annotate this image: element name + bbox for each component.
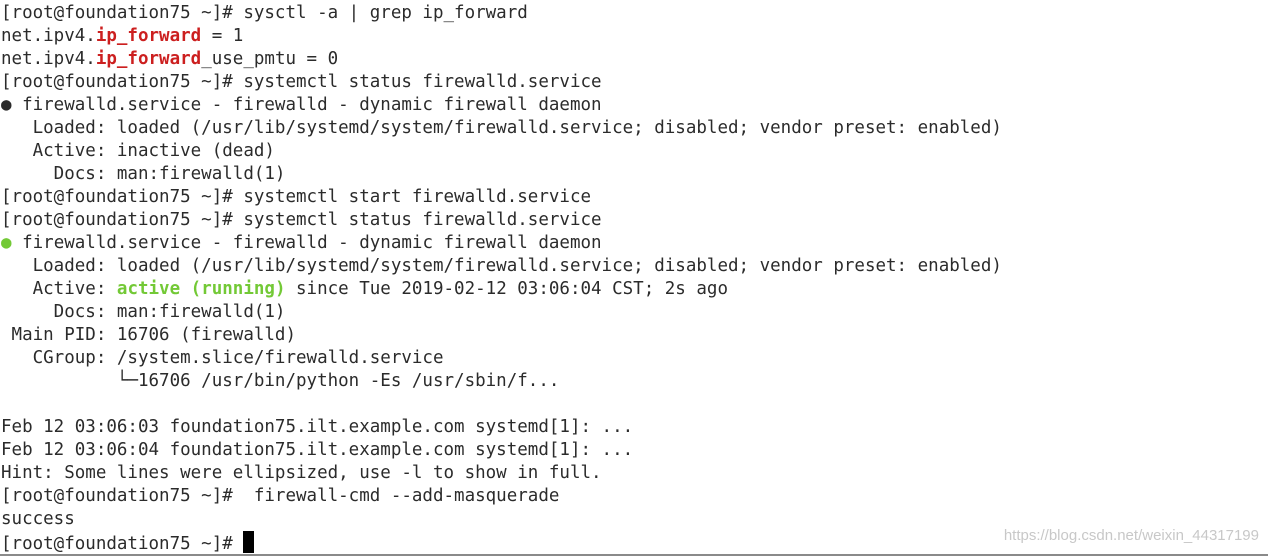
terminal-command-line: [root@foundation75 ~]# sysctl -a | grep … bbox=[1, 2, 1268, 25]
line-text: Hint: Some lines were ellipsized, use -l… bbox=[1, 463, 602, 483]
terminal-output-line: Feb 12 03:06:03 foundation75.ilt.example… bbox=[1, 416, 1268, 439]
line-text: success bbox=[1, 509, 75, 529]
line-text: _use_pmtu = 0 bbox=[201, 49, 339, 69]
terminal-output-line: Docs: man:firewalld(1) bbox=[1, 163, 1268, 186]
terminal-output-line: CGroup: /system.slice/firewalld.service bbox=[1, 347, 1268, 370]
line-text: Active: bbox=[1, 279, 117, 299]
watermark: https://blog.csdn.net/weixin_44317199 bbox=[1003, 527, 1259, 544]
terminal-output-line: └─16706 /usr/bin/python -Es /usr/sbin/f.… bbox=[1, 370, 1268, 393]
terminal-output-line: Active: inactive (dead) bbox=[1, 140, 1268, 163]
terminal-blank-line bbox=[1, 393, 1268, 416]
line-text: Docs: man:firewalld(1) bbox=[1, 164, 286, 184]
terminal-output-line: ● firewalld.service - firewalld - dynami… bbox=[1, 232, 1268, 255]
terminal-output-line: net.ipv4.ip_forward = 1 bbox=[1, 25, 1268, 48]
text-cursor bbox=[243, 531, 255, 553]
terminal-command-line: [root@foundation75 ~]# systemctl start f… bbox=[1, 186, 1268, 209]
line-text: Loaded: loaded (/usr/lib/systemd/system/… bbox=[1, 118, 1002, 138]
line-text: firewalld.service - firewalld - dynamic … bbox=[11, 233, 602, 253]
line-text: [root@foundation75 ~]# systemctl status … bbox=[1, 210, 602, 230]
line-text: Feb 12 03:06:04 foundation75.ilt.example… bbox=[1, 440, 634, 460]
terminal-output-line: Loaded: loaded (/usr/lib/systemd/system/… bbox=[1, 255, 1268, 278]
terminal-output-line: Hint: Some lines were ellipsized, use -l… bbox=[1, 462, 1268, 485]
line-text: Feb 12 03:06:03 foundation75.ilt.example… bbox=[1, 417, 634, 437]
terminal-current-line[interactable]: [root@foundation75 ~]# bbox=[1, 531, 1268, 554]
line-text: ● firewalld.service - firewalld - dynami… bbox=[1, 95, 602, 115]
line-text: Active: inactive (dead) bbox=[1, 141, 275, 161]
terminal-output-line: ● firewalld.service - firewalld - dynami… bbox=[1, 94, 1268, 117]
status-dot-icon: ● bbox=[1, 233, 12, 253]
line-text: net.ipv4. bbox=[1, 49, 96, 69]
highlighted-match: ip_forward bbox=[95, 26, 202, 46]
terminal-command-line: [root@foundation75 ~]# systemctl status … bbox=[1, 71, 1268, 94]
terminal-output-line: net.ipv4.ip_forward_use_pmtu = 0 bbox=[1, 48, 1268, 71]
line-text: = 1 bbox=[201, 26, 244, 46]
line-text: [root@foundation75 ~]# firewall-cmd --ad… bbox=[1, 486, 560, 506]
terminal-command-line: [root@foundation75 ~]# systemctl status … bbox=[1, 209, 1268, 232]
terminal-output-line: Feb 12 03:06:04 foundation75.ilt.example… bbox=[1, 439, 1268, 462]
terminal-output-line: Docs: man:firewalld(1) bbox=[1, 301, 1268, 324]
line-text: [root@foundation75 ~]# sysctl -a | grep … bbox=[1, 3, 528, 23]
line-text: Main PID: 16706 (firewalld) bbox=[1, 325, 297, 345]
line-text: since Tue 2019-02-12 03:06:04 CST; 2s ag… bbox=[285, 279, 728, 299]
status-active-text: active (running) bbox=[116, 279, 286, 299]
line-text: [root@foundation75 ~]# systemctl status … bbox=[1, 72, 602, 92]
line-text: [root@foundation75 ~]# systemctl start f… bbox=[1, 187, 592, 207]
line-text: Docs: man:firewalld(1) bbox=[1, 302, 286, 322]
terminal-output: [root@foundation75 ~]# sysctl -a | grep … bbox=[1, 2, 1268, 531]
terminal-output-line: success bbox=[1, 508, 1268, 531]
terminal-command-line: [root@foundation75 ~]# firewall-cmd --ad… bbox=[1, 485, 1268, 508]
highlighted-match: ip_forward bbox=[95, 49, 202, 69]
line-text: net.ipv4. bbox=[1, 26, 96, 46]
terminal-output-line: Active: active (running) since Tue 2019-… bbox=[1, 278, 1268, 301]
bottom-divider bbox=[0, 554, 1268, 556]
current-prompt: [root@foundation75 ~]# bbox=[1, 534, 244, 554]
terminal-output-line: Loaded: loaded (/usr/lib/systemd/system/… bbox=[1, 117, 1268, 140]
line-text: └─16706 /usr/bin/python -Es /usr/sbin/f.… bbox=[1, 371, 560, 391]
terminal-output-line: Main PID: 16706 (firewalld) bbox=[1, 324, 1268, 347]
line-text: Loaded: loaded (/usr/lib/systemd/system/… bbox=[1, 256, 1002, 276]
line-text: CGroup: /system.slice/firewalld.service bbox=[1, 348, 444, 368]
